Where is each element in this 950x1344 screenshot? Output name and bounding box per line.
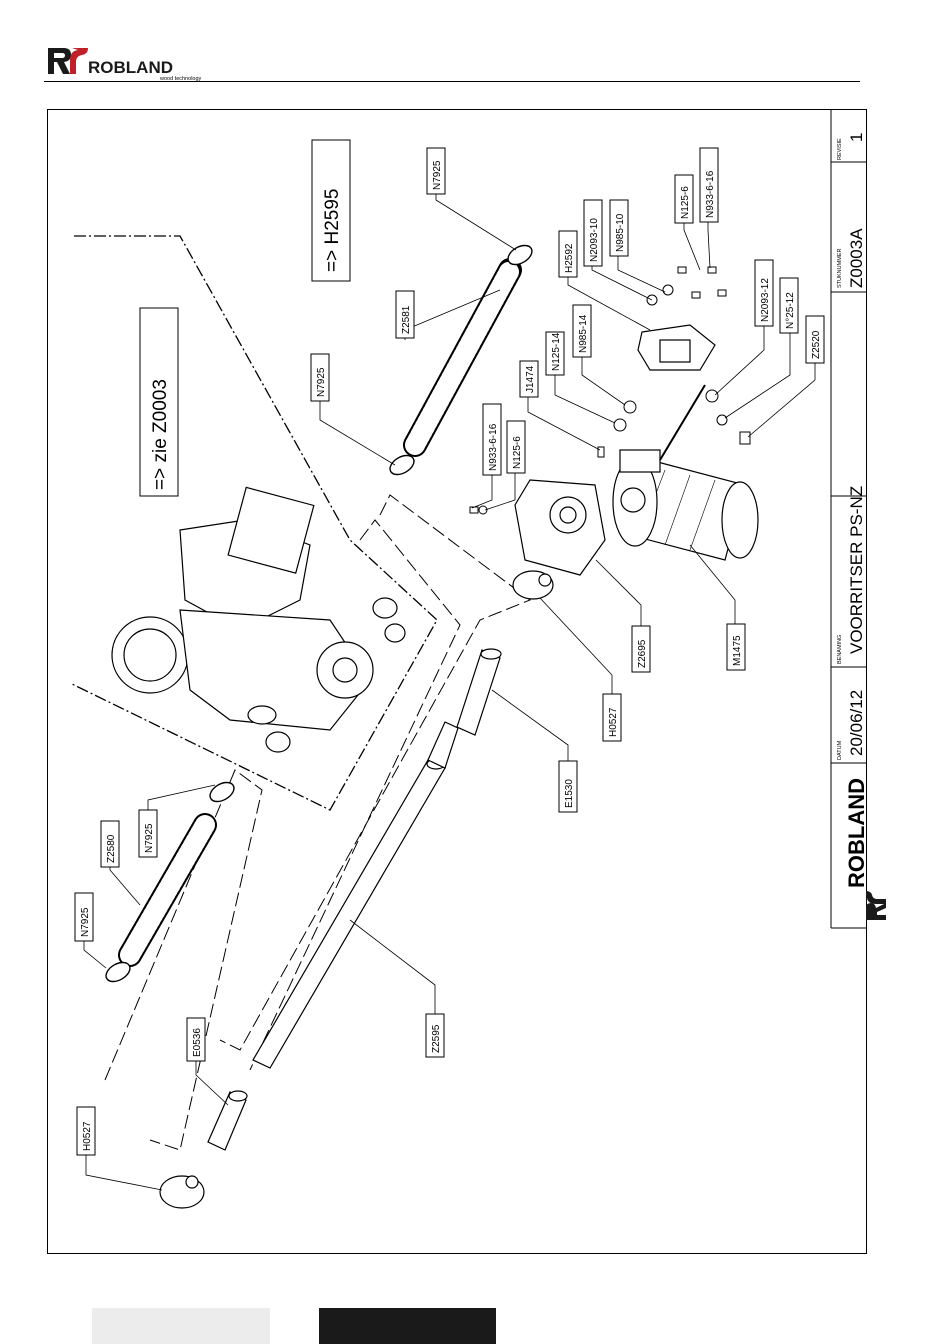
part-n25-12: N°25-12	[785, 292, 796, 329]
part-n7925-top: N7925	[432, 160, 443, 190]
header-logo: ROBLAND wood technology	[48, 48, 202, 82]
stuknummer-value: Z0003A	[847, 228, 866, 288]
fasteners	[469, 266, 751, 515]
coupler-h0527-left	[159, 1175, 205, 1209]
header-brand: ROBLAND	[88, 58, 173, 77]
rod-z2595	[252, 721, 459, 1069]
motor-m1475	[612, 384, 759, 561]
part-n2093-10: N2093-10	[589, 218, 600, 262]
title-block-brand: ROBLAND	[844, 778, 869, 888]
revisie-label: REVISIE	[837, 138, 843, 160]
scoring-saw-assembly	[111, 486, 406, 753]
tube-e0536	[207, 1090, 248, 1151]
hose-clamps	[105, 244, 533, 983]
title-block-texts: REVISIE 1 STUKNUMMER Z0003A BENAMING VOO…	[837, 133, 886, 920]
dashed-outlines	[104, 494, 532, 1151]
benaming-value: VOORRITSER PS-NZ	[847, 486, 866, 654]
part-h0527-left: H0527	[82, 1121, 93, 1151]
robland-logo-icon	[48, 48, 88, 74]
part-n2093-12: N2093-12	[760, 278, 771, 322]
part-n125-6: N125-6	[512, 436, 523, 469]
part-n7925-left1: N7925	[144, 823, 155, 853]
part-e0536: E0536	[192, 1028, 203, 1057]
hose-z2581	[403, 258, 522, 457]
part-n985-10: N985-10	[615, 213, 626, 252]
revisie-value: 1	[847, 133, 866, 142]
part-e1530: E1530	[564, 779, 575, 808]
part-j1474: J1474	[525, 365, 536, 393]
ref-h2595: => H2595	[322, 189, 343, 272]
part-h0527-mid: H0527	[608, 707, 619, 737]
part-n985-14: N985-14	[578, 314, 589, 353]
ref-zie-z0003: => zie Z0003	[150, 379, 171, 490]
benaming-label: BENAMING	[837, 635, 843, 664]
part-n933-6-16-top: N933-6-16	[705, 170, 716, 218]
datum-value: 20/06/12	[847, 690, 866, 756]
part-z2581: Z2581	[401, 305, 412, 334]
part-n933-6-16: N933-6-16	[488, 423, 499, 471]
bracket-h2592	[637, 324, 716, 371]
footer-tab-dark	[319, 1308, 496, 1344]
stuknummer-label: STUKNUMMER	[837, 249, 843, 288]
header-rule	[44, 81, 860, 82]
part-n7925-left2: N7925	[80, 907, 91, 937]
header-tagline: wood technology	[159, 76, 202, 82]
part-n125-14: N125-14	[551, 332, 562, 371]
part-h2592: H2592	[564, 243, 575, 273]
part-m1475: M1475	[732, 635, 743, 666]
part-z2520: Z2520	[811, 330, 822, 359]
reference-boundary	[71, 235, 438, 811]
gearbox-z2695	[514, 479, 606, 576]
hose-z2580	[118, 813, 217, 967]
datum-label: DATUM	[837, 740, 843, 760]
title-block-logo-icon	[866, 891, 886, 920]
part-z2595: Z2595	[431, 1024, 442, 1053]
coupler-h0527-mid	[512, 570, 554, 600]
part-z2695: Z2695	[637, 639, 648, 668]
footer-tab-light	[92, 1308, 270, 1344]
part-z2580: Z2580	[106, 834, 117, 863]
drawing-sheet	[47, 109, 867, 1254]
tube-e1530	[456, 648, 502, 736]
reference-boxes: => H2595 => zie Z0003	[139, 139, 351, 497]
part-n125-6-top: N125-6	[680, 186, 691, 219]
part-label-boxes	[74, 147, 825, 1156]
part-labels: N7925 Z2581 N7925 H2592 N2093-10 N985-10…	[80, 160, 822, 1151]
title-block	[830, 110, 867, 929]
part-n7925-mid: N7925	[316, 367, 327, 397]
